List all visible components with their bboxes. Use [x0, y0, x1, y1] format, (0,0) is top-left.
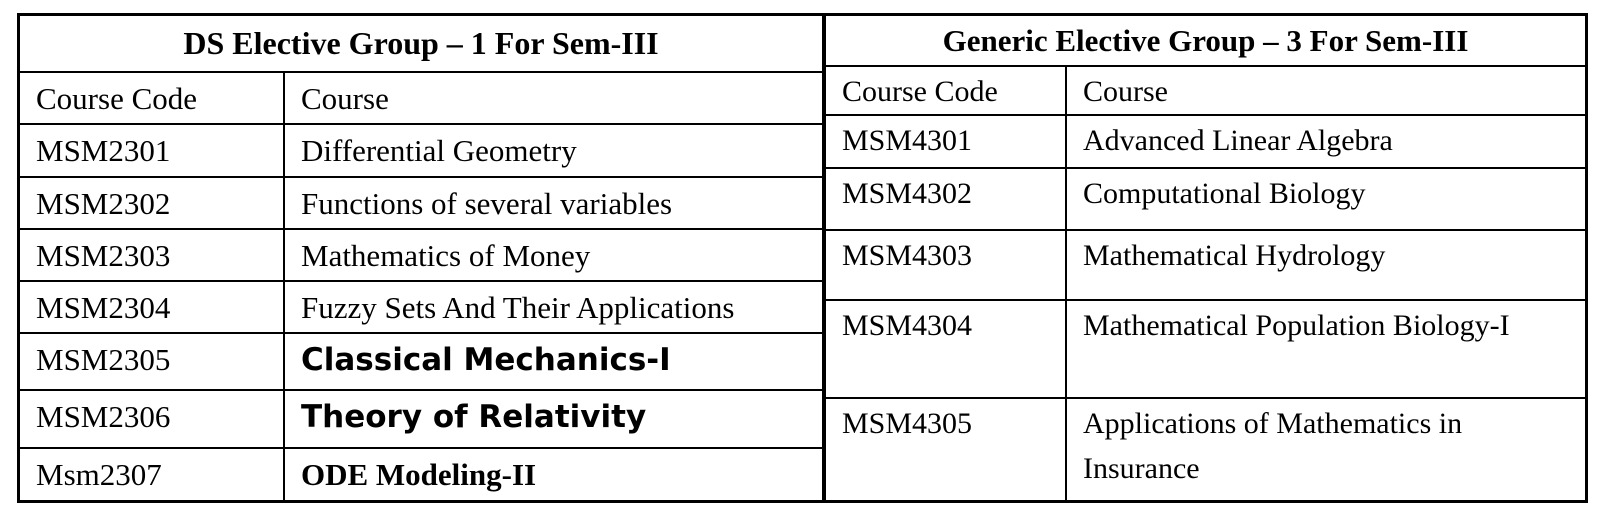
course-code: MSM2305 — [20, 332, 285, 392]
table-row: MSM4304 Mathematical Population Biology-… — [826, 299, 1585, 399]
ds-elective-table: DS Elective Group – 1 For Sem-III Course… — [17, 13, 825, 503]
course-code: MSM2304 — [20, 280, 285, 335]
table-title: Generic Elective Group – 3 For Sem-III — [826, 16, 1585, 67]
course-name: Applications of Mathematics in Insurance — [1065, 397, 1585, 501]
table-row: MSM2302 Functions of several variables — [20, 175, 822, 230]
course-code: MSM2303 — [20, 227, 285, 283]
course-name: Mathematical Hydrology — [1065, 229, 1585, 301]
table-row: MSM2301 Differential Geometry — [20, 123, 822, 178]
course-code: MSM4303 — [826, 229, 1067, 301]
course-code: MSM4304 — [826, 299, 1067, 399]
course-name: Theory of Relativity — [283, 389, 822, 449]
table-row: MSM2305 Classical Mechanics-I — [20, 332, 822, 392]
course-code: MSM4305 — [826, 397, 1067, 501]
table-title: DS Elective Group – 1 For Sem-III — [20, 16, 822, 74]
table-row: MSM2304 Fuzzy Sets And Their Application… — [20, 280, 822, 335]
column-header-course: Course — [283, 71, 822, 126]
table-row: MSM4305 Applications of Mathematics in I… — [826, 397, 1585, 501]
table-row: MSM4301 Advanced Linear Algebra — [826, 114, 1585, 169]
column-header-course: Course — [1065, 65, 1585, 116]
course-name: Differential Geometry — [283, 123, 822, 178]
course-code: MSM4301 — [826, 114, 1067, 169]
course-code: MSM2301 — [20, 123, 285, 178]
table-row: Msm2307 ODE Modeling-II — [20, 446, 822, 500]
column-header-code: Course Code — [826, 65, 1067, 116]
course-name: ODE Modeling-II — [283, 446, 822, 500]
table-row: MSM2306 Theory of Relativity — [20, 389, 822, 449]
course-name: Mathematical Population Biology-I — [1065, 299, 1585, 399]
column-header-code: Course Code — [20, 71, 285, 126]
table-row: MSM2303 Mathematics of Money — [20, 227, 822, 283]
course-name: Advanced Linear Algebra — [1065, 114, 1585, 169]
course-code: MSM2302 — [20, 175, 285, 230]
course-name: Computational Biology — [1065, 167, 1585, 231]
course-name: Classical Mechanics-I — [283, 332, 822, 392]
course-name: Fuzzy Sets And Their Applications — [283, 280, 822, 335]
course-name: Mathematics of Money — [283, 227, 822, 283]
generic-elective-table: Generic Elective Group – 3 For Sem-III C… — [823, 13, 1588, 503]
course-code: MSM4302 — [826, 167, 1067, 231]
table-row: MSM4303 Mathematical Hydrology — [826, 229, 1585, 301]
course-code: Msm2307 — [20, 446, 285, 500]
course-code: MSM2306 — [20, 389, 285, 449]
course-name: Functions of several variables — [283, 175, 822, 230]
table-row: MSM4302 Computational Biology — [826, 167, 1585, 231]
